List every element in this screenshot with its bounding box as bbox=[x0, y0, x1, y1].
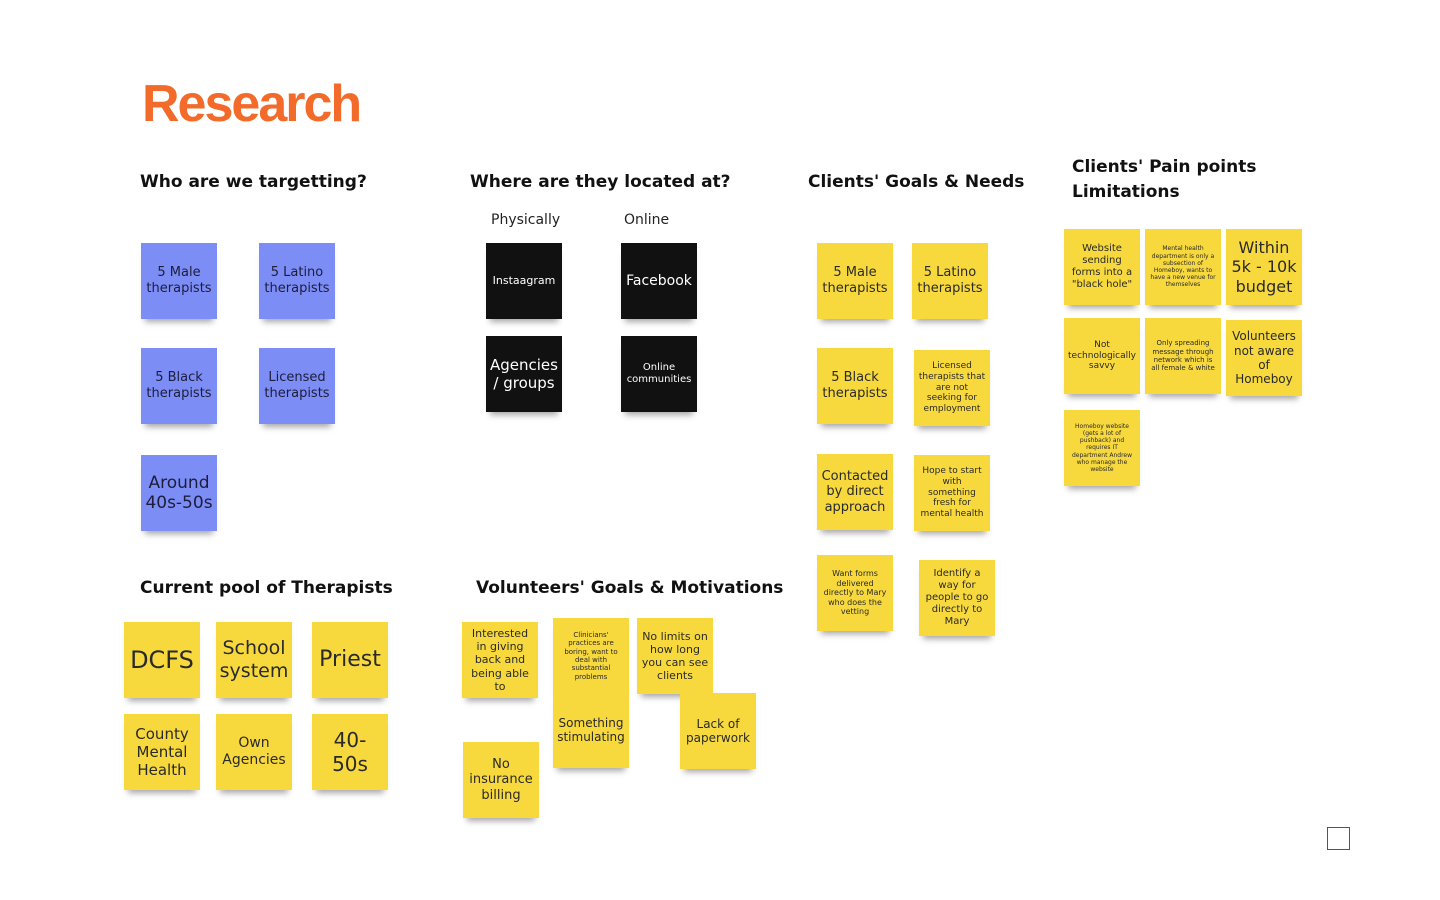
board-title: Research bbox=[142, 75, 362, 133]
sticky-note-targeting[interactable]: 5 Black therapists bbox=[141, 348, 217, 424]
sticky-note-text: Mental health department is only a subse… bbox=[1150, 245, 1216, 289]
frame-toggle-checkbox[interactable] bbox=[1327, 827, 1350, 850]
sticky-note-pain-points[interactable]: Not technologically savvy bbox=[1064, 318, 1140, 394]
sticky-note-text: Not technologically savvy bbox=[1068, 339, 1136, 372]
heading-location[interactable]: Where are they located at? bbox=[470, 172, 731, 192]
sticky-note-text: 5 Male therapists bbox=[822, 265, 888, 296]
sticky-note-pain-points[interactable]: Mental health department is only a subse… bbox=[1145, 229, 1221, 305]
sticky-note-text: School system bbox=[219, 637, 289, 682]
sticky-note-clients-goals[interactable]: Want forms delivered directly to Mary wh… bbox=[817, 555, 893, 631]
sticky-note-text: Within 5k - 10k budget bbox=[1231, 238, 1297, 296]
heading-pain-points[interactable]: Clients' Pain points Limitations bbox=[1072, 157, 1257, 202]
sticky-note-targeting[interactable]: Around 40s-50s bbox=[141, 455, 217, 531]
sticky-note-text: DCFS bbox=[130, 645, 194, 674]
sticky-note-pain-points[interactable]: Homeboy website (gets a lot of pushback)… bbox=[1064, 410, 1140, 486]
sticky-note-volunteers[interactable]: Lack of paperwork bbox=[680, 693, 756, 769]
sticky-note-pool[interactable]: School system bbox=[216, 622, 292, 698]
sticky-note-clients-goals[interactable]: Licensed therapists that are not seeking… bbox=[914, 350, 990, 426]
sticky-note-clients-goals[interactable]: Identify a way for people to go directly… bbox=[919, 560, 995, 636]
sticky-note-text: Licensed therapists bbox=[264, 370, 330, 401]
label-physically[interactable]: Physically bbox=[491, 212, 561, 228]
sticky-note-text: 5 Latino therapists bbox=[264, 265, 330, 296]
sticky-note-text: Priest bbox=[319, 646, 381, 672]
sticky-note-text: No insurance billing bbox=[469, 756, 533, 803]
sticky-note-text: Something stimulating bbox=[557, 715, 625, 744]
sticky-note-volunteers[interactable]: Clinicians' practices are boring, want t… bbox=[553, 618, 629, 694]
sticky-note-volunteers[interactable]: Something stimulating bbox=[553, 692, 629, 768]
sticky-note-targeting[interactable]: 5 Latino therapists bbox=[259, 243, 335, 319]
sticky-note-text: Homeboy website (gets a lot of pushback)… bbox=[1071, 422, 1133, 473]
sticky-note-text: Identify a way for people to go directly… bbox=[925, 568, 989, 627]
sticky-note-text: Website sending forms into a "black hole… bbox=[1071, 243, 1133, 290]
sticky-note-pain-points[interactable]: Website sending forms into a "black hole… bbox=[1064, 229, 1140, 305]
sticky-note-clients-goals[interactable]: 5 Male therapists bbox=[817, 243, 893, 319]
sticky-note-text: 5 Black therapists bbox=[822, 370, 888, 401]
sticky-note-text: 5 Latino therapists bbox=[917, 265, 983, 296]
sticky-note-pain-points[interactable]: Only spreading message through network w… bbox=[1145, 318, 1221, 394]
sticky-note-text: Online communities bbox=[626, 362, 692, 385]
sticky-note-text: Around 40s-50s bbox=[145, 472, 213, 513]
heading-clients-goals[interactable]: Clients' Goals & Needs bbox=[808, 172, 1025, 192]
sticky-note-pool[interactable]: 40-50s bbox=[312, 714, 388, 790]
sticky-note-text: Interested in giving back and being able… bbox=[471, 627, 529, 693]
sticky-note-pool[interactable]: DCFS bbox=[124, 622, 200, 698]
sticky-note-text: 5 Black therapists bbox=[146, 370, 212, 401]
sticky-note-targeting[interactable]: 5 Male therapists bbox=[141, 243, 217, 319]
sticky-note-text: 40-50s bbox=[332, 728, 368, 776]
sticky-note-location[interactable]: Online communities bbox=[621, 336, 697, 412]
sticky-note-volunteers[interactable]: No insurance billing bbox=[463, 742, 539, 818]
sticky-note-pain-points[interactable]: Volunteers not aware of Homeboy bbox=[1226, 320, 1302, 396]
sticky-note-text: Want forms delivered directly to Mary wh… bbox=[823, 569, 887, 617]
sticky-note-pain-points[interactable]: Within 5k - 10k budget bbox=[1226, 229, 1302, 305]
sticky-note-pool[interactable]: Own Agencies bbox=[216, 714, 292, 790]
sticky-note-text: Volunteers not aware of Homeboy bbox=[1232, 329, 1296, 387]
sticky-note-text: Licensed therapists that are not seeking… bbox=[918, 361, 986, 415]
sticky-note-text: 5 Male therapists bbox=[146, 265, 212, 296]
sticky-note-pool[interactable]: Priest bbox=[312, 622, 388, 698]
sticky-note-targeting[interactable]: Licensed therapists bbox=[259, 348, 335, 424]
sticky-note-text: Contacted by direct approach bbox=[821, 468, 889, 515]
sticky-note-clients-goals[interactable]: 5 Black therapists bbox=[817, 348, 893, 424]
sticky-note-text: Instaagram bbox=[492, 274, 556, 288]
sticky-note-location[interactable]: Agencies / groups bbox=[486, 336, 562, 412]
sticky-note-location[interactable]: Instaagram bbox=[486, 243, 562, 319]
heading-pool[interactable]: Current pool of Therapists bbox=[140, 578, 393, 598]
sticky-note-text: Facebook bbox=[626, 272, 692, 289]
sticky-note-volunteers[interactable]: No limits on how long you can see client… bbox=[637, 618, 713, 694]
sticky-note-volunteers[interactable]: Interested in giving back and being able… bbox=[462, 622, 538, 698]
heading-volunteers[interactable]: Volunteers' Goals & Motivations bbox=[476, 578, 784, 598]
sticky-note-location[interactable]: Facebook bbox=[621, 243, 697, 319]
sticky-note-text: Own Agencies bbox=[222, 735, 286, 768]
sticky-note-text: Hope to start with something fresh for m… bbox=[920, 466, 984, 520]
sticky-note-clients-goals[interactable]: 5 Latino therapists bbox=[912, 243, 988, 319]
sticky-note-text: Lack of paperwork bbox=[686, 716, 750, 745]
sticky-note-text: County Mental Health bbox=[135, 725, 189, 779]
sticky-note-pool[interactable]: County Mental Health bbox=[124, 714, 200, 790]
sticky-note-text: Agencies / groups bbox=[490, 356, 558, 392]
sticky-note-text: Only spreading message through network w… bbox=[1151, 339, 1215, 373]
sticky-note-clients-goals[interactable]: Contacted by direct approach bbox=[817, 454, 893, 530]
label-online[interactable]: Online bbox=[624, 212, 670, 228]
sticky-note-text: No limits on how long you can see client… bbox=[641, 629, 709, 683]
sticky-note-clients-goals[interactable]: Hope to start with something fresh for m… bbox=[914, 455, 990, 531]
sticky-note-text: Clinicians' practices are boring, want t… bbox=[564, 630, 618, 681]
heading-targeting[interactable]: Who are we targetting? bbox=[140, 172, 367, 192]
